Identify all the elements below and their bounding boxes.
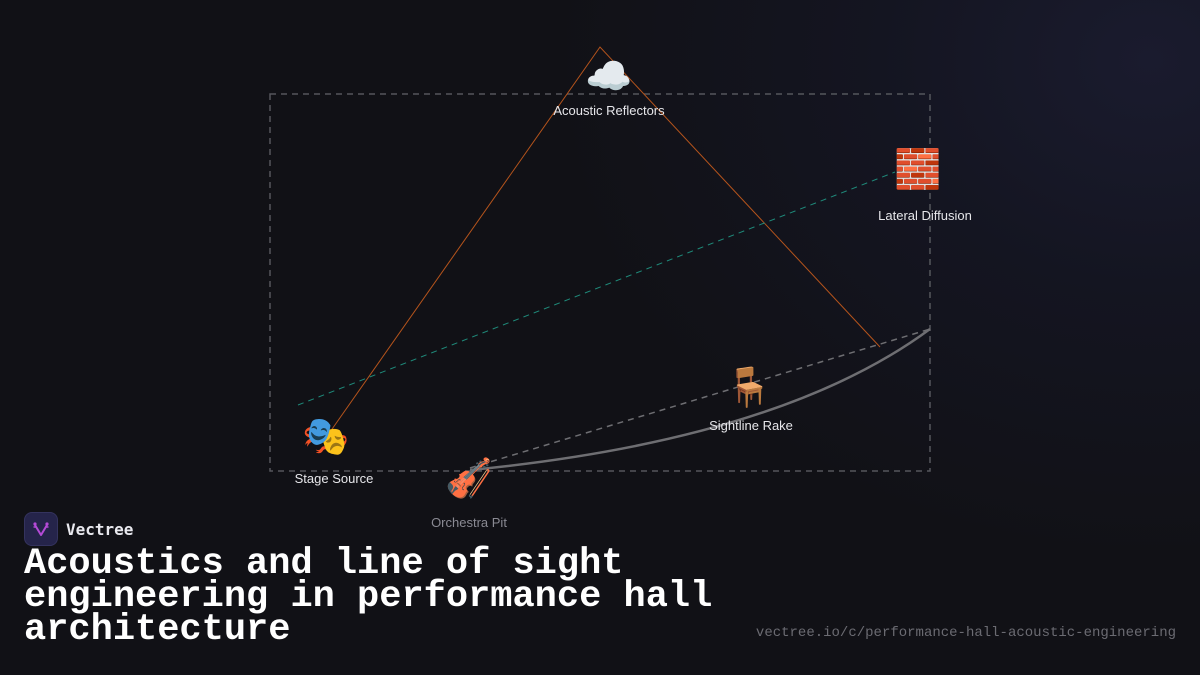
violin-icon: 🎻 — [445, 458, 493, 500]
page-title: Acoustics and line of sight engineering … — [24, 543, 713, 651]
node-sightline-rake[interactable]: 🪑 Sightline Rake — [709, 366, 793, 433]
node-label: Stage Source — [294, 471, 374, 486]
hall-boundary — [269, 93, 931, 472]
rake-curve — [469, 327, 931, 472]
node-acoustic-reflectors[interactable]: ☁️ Acoustic Reflectors — [553, 55, 664, 118]
brick-wall-icon: 🧱 — [894, 149, 942, 191]
reflection-path — [329, 46, 881, 433]
node-stage-source[interactable]: 🎭 Stage Source — [295, 415, 374, 486]
node-orchestra-pit[interactable]: 🎻 Orchestra Pit — [431, 457, 507, 530]
node-lateral-diffusion[interactable]: 🧱 Lateral Diffusion — [878, 148, 972, 223]
node-label: Sightline Rake — [709, 418, 793, 433]
source-url[interactable]: vectree.io/c/performance-hall-acoustic-e… — [755, 625, 1176, 641]
vectree-logo-icon — [24, 512, 58, 546]
cloud-icon: ☁️ — [585, 56, 633, 98]
node-label: Lateral Diffusion — [878, 208, 972, 223]
node-label: Orchestra Pit — [431, 515, 507, 530]
node-label: Acoustic Reflectors — [553, 103, 665, 118]
theater-masks-icon: 🎭 — [302, 416, 350, 458]
sightline-path — [469, 328, 931, 469]
chair-icon: 🪑 — [725, 367, 773, 409]
brand: Vectree — [24, 512, 133, 546]
brand-name: Vectree — [66, 519, 134, 539]
diffusion-path — [297, 171, 896, 406]
